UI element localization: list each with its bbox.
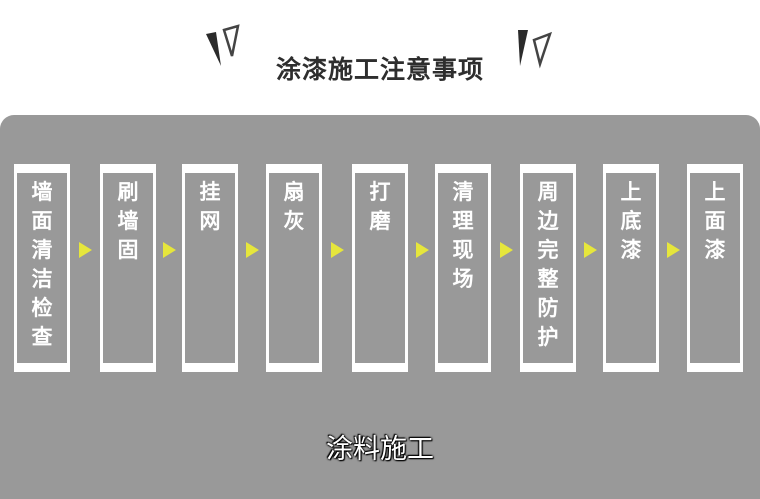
section-caption: 涂料施工	[326, 434, 434, 465]
step-inner	[438, 173, 488, 363]
step-label: 墙面清洁检查	[31, 180, 53, 349]
left-brush-stroke-icon	[206, 24, 240, 66]
step-label: 刷墙固	[117, 180, 139, 262]
process-step: 清理现场	[435, 164, 491, 372]
process-step: 上面漆	[687, 164, 743, 372]
process-step: 墙面清洁检查	[14, 164, 70, 372]
page-title: 涂漆施工注意事项	[275, 55, 484, 84]
process-step: 扇灰	[266, 164, 322, 372]
step-label: 清理现场	[452, 180, 474, 291]
process-step: 挂网	[182, 164, 238, 372]
step-inner	[17, 173, 67, 363]
process-step: 刷墙固	[100, 164, 156, 372]
right-brush-stroke-icon	[518, 30, 553, 69]
step-label: 周边完整防护	[537, 180, 559, 349]
step-inner	[690, 173, 740, 363]
process-step: 打磨	[352, 164, 408, 372]
arrow-right-icon	[246, 242, 259, 258]
step-label: 扇灰	[283, 180, 305, 233]
arrow-right-icon	[415, 242, 429, 258]
process-step: 周边完整防护	[520, 164, 576, 372]
step-label: 上面漆	[704, 180, 726, 262]
arrow-right-icon	[499, 242, 513, 258]
step-label: 挂网	[199, 180, 221, 233]
process-step: 上底漆	[603, 164, 659, 372]
step-label: 打磨	[369, 180, 391, 233]
step-inner	[269, 173, 319, 363]
step-inner	[523, 173, 573, 363]
step-label: 上底漆	[620, 180, 642, 262]
step-inner	[103, 173, 153, 363]
step-inner	[355, 173, 405, 363]
arrow-right-icon	[583, 242, 597, 258]
arrow-right-icon	[331, 242, 344, 258]
step-inner	[185, 173, 235, 363]
arrow-right-icon	[667, 242, 680, 258]
arrow-right-icon	[163, 242, 176, 258]
step-inner	[606, 173, 656, 363]
arrow-right-icon	[79, 242, 92, 258]
